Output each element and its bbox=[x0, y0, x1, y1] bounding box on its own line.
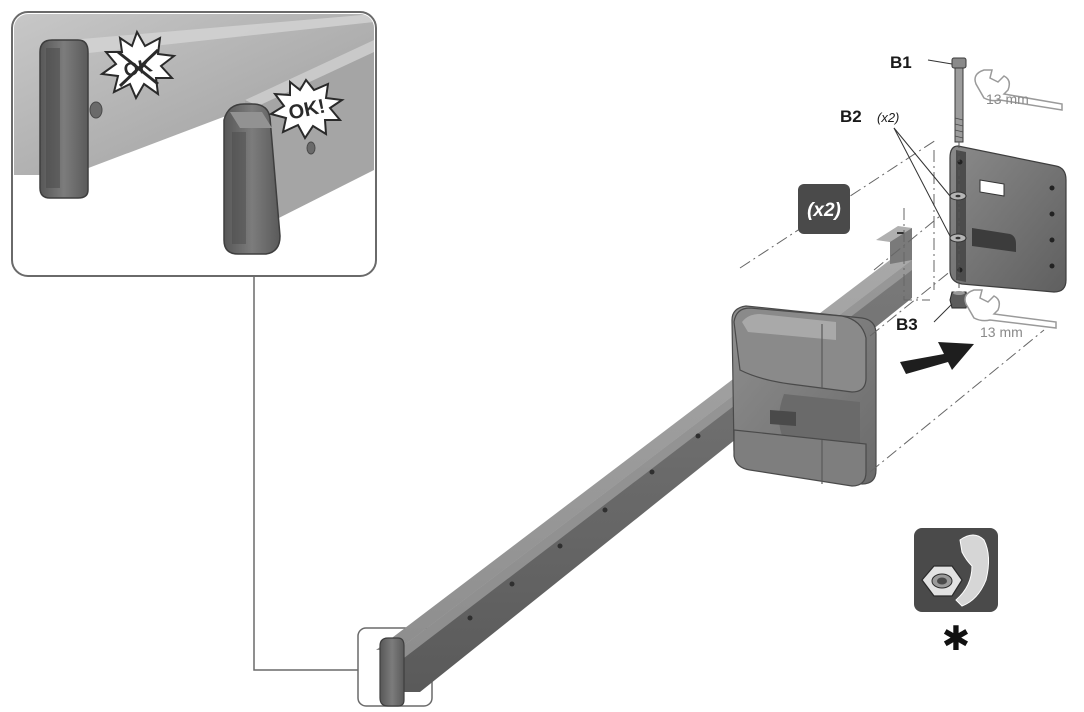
leader-b2-b bbox=[893, 127, 951, 237]
rail-far-top bbox=[876, 226, 912, 242]
burst-wrong-cross-2 bbox=[118, 48, 160, 88]
detail-callout-line bbox=[253, 276, 358, 671]
bolt-b1 bbox=[951, 57, 967, 143]
quantity-badge-text: (x2) bbox=[807, 200, 841, 221]
c-bracket-bottom bbox=[733, 429, 867, 487]
nut-b3 bbox=[949, 291, 969, 309]
note-asterisk-icon: ✱ bbox=[942, 619, 971, 659]
open-end-wrench-icon bbox=[974, 69, 1063, 111]
push-direction-arrow-icon bbox=[900, 342, 974, 374]
quantity-badge: (x2) bbox=[798, 184, 850, 234]
c-bracket-cutout bbox=[779, 394, 860, 448]
label-b2-qty: (x2) bbox=[877, 110, 899, 125]
leader-b3 bbox=[933, 303, 953, 323]
open-end-wrench-icon bbox=[964, 289, 1057, 329]
inset-screw-hole-1 bbox=[89, 101, 103, 119]
label-b2: B2 bbox=[840, 107, 862, 126]
washer-b2-top bbox=[949, 191, 967, 201]
end-cap-wrong bbox=[39, 39, 89, 199]
end-cap-correct bbox=[223, 103, 281, 255]
mounting-plate-slot-bottom bbox=[972, 228, 1016, 252]
inset-screw-hole-2 bbox=[306, 141, 316, 155]
leader-b1 bbox=[927, 59, 953, 65]
detail-inset: OK OK! bbox=[11, 11, 377, 277]
c-bracket-housing bbox=[731, 305, 877, 487]
washer-b2-bottom bbox=[949, 233, 967, 243]
burst-ok: OK! bbox=[268, 78, 345, 140]
label-b3: B3 bbox=[896, 315, 918, 334]
leader-b2-a bbox=[893, 127, 951, 197]
inset-rail-surface bbox=[14, 14, 374, 175]
mounting-plate-slot-top bbox=[979, 179, 1005, 197]
inset-rail-lower-top bbox=[245, 40, 374, 106]
burst-wrong: OK bbox=[99, 29, 177, 101]
rail-end-cap bbox=[379, 637, 405, 707]
wrench-size-bottom: 13 mm bbox=[980, 324, 1023, 340]
wrench-size-top: 13 mm bbox=[986, 91, 1029, 107]
label-b1: B1 bbox=[890, 53, 912, 72]
tighten-nut-by-hand-icon bbox=[914, 528, 998, 612]
mounting-plate bbox=[949, 145, 1067, 293]
